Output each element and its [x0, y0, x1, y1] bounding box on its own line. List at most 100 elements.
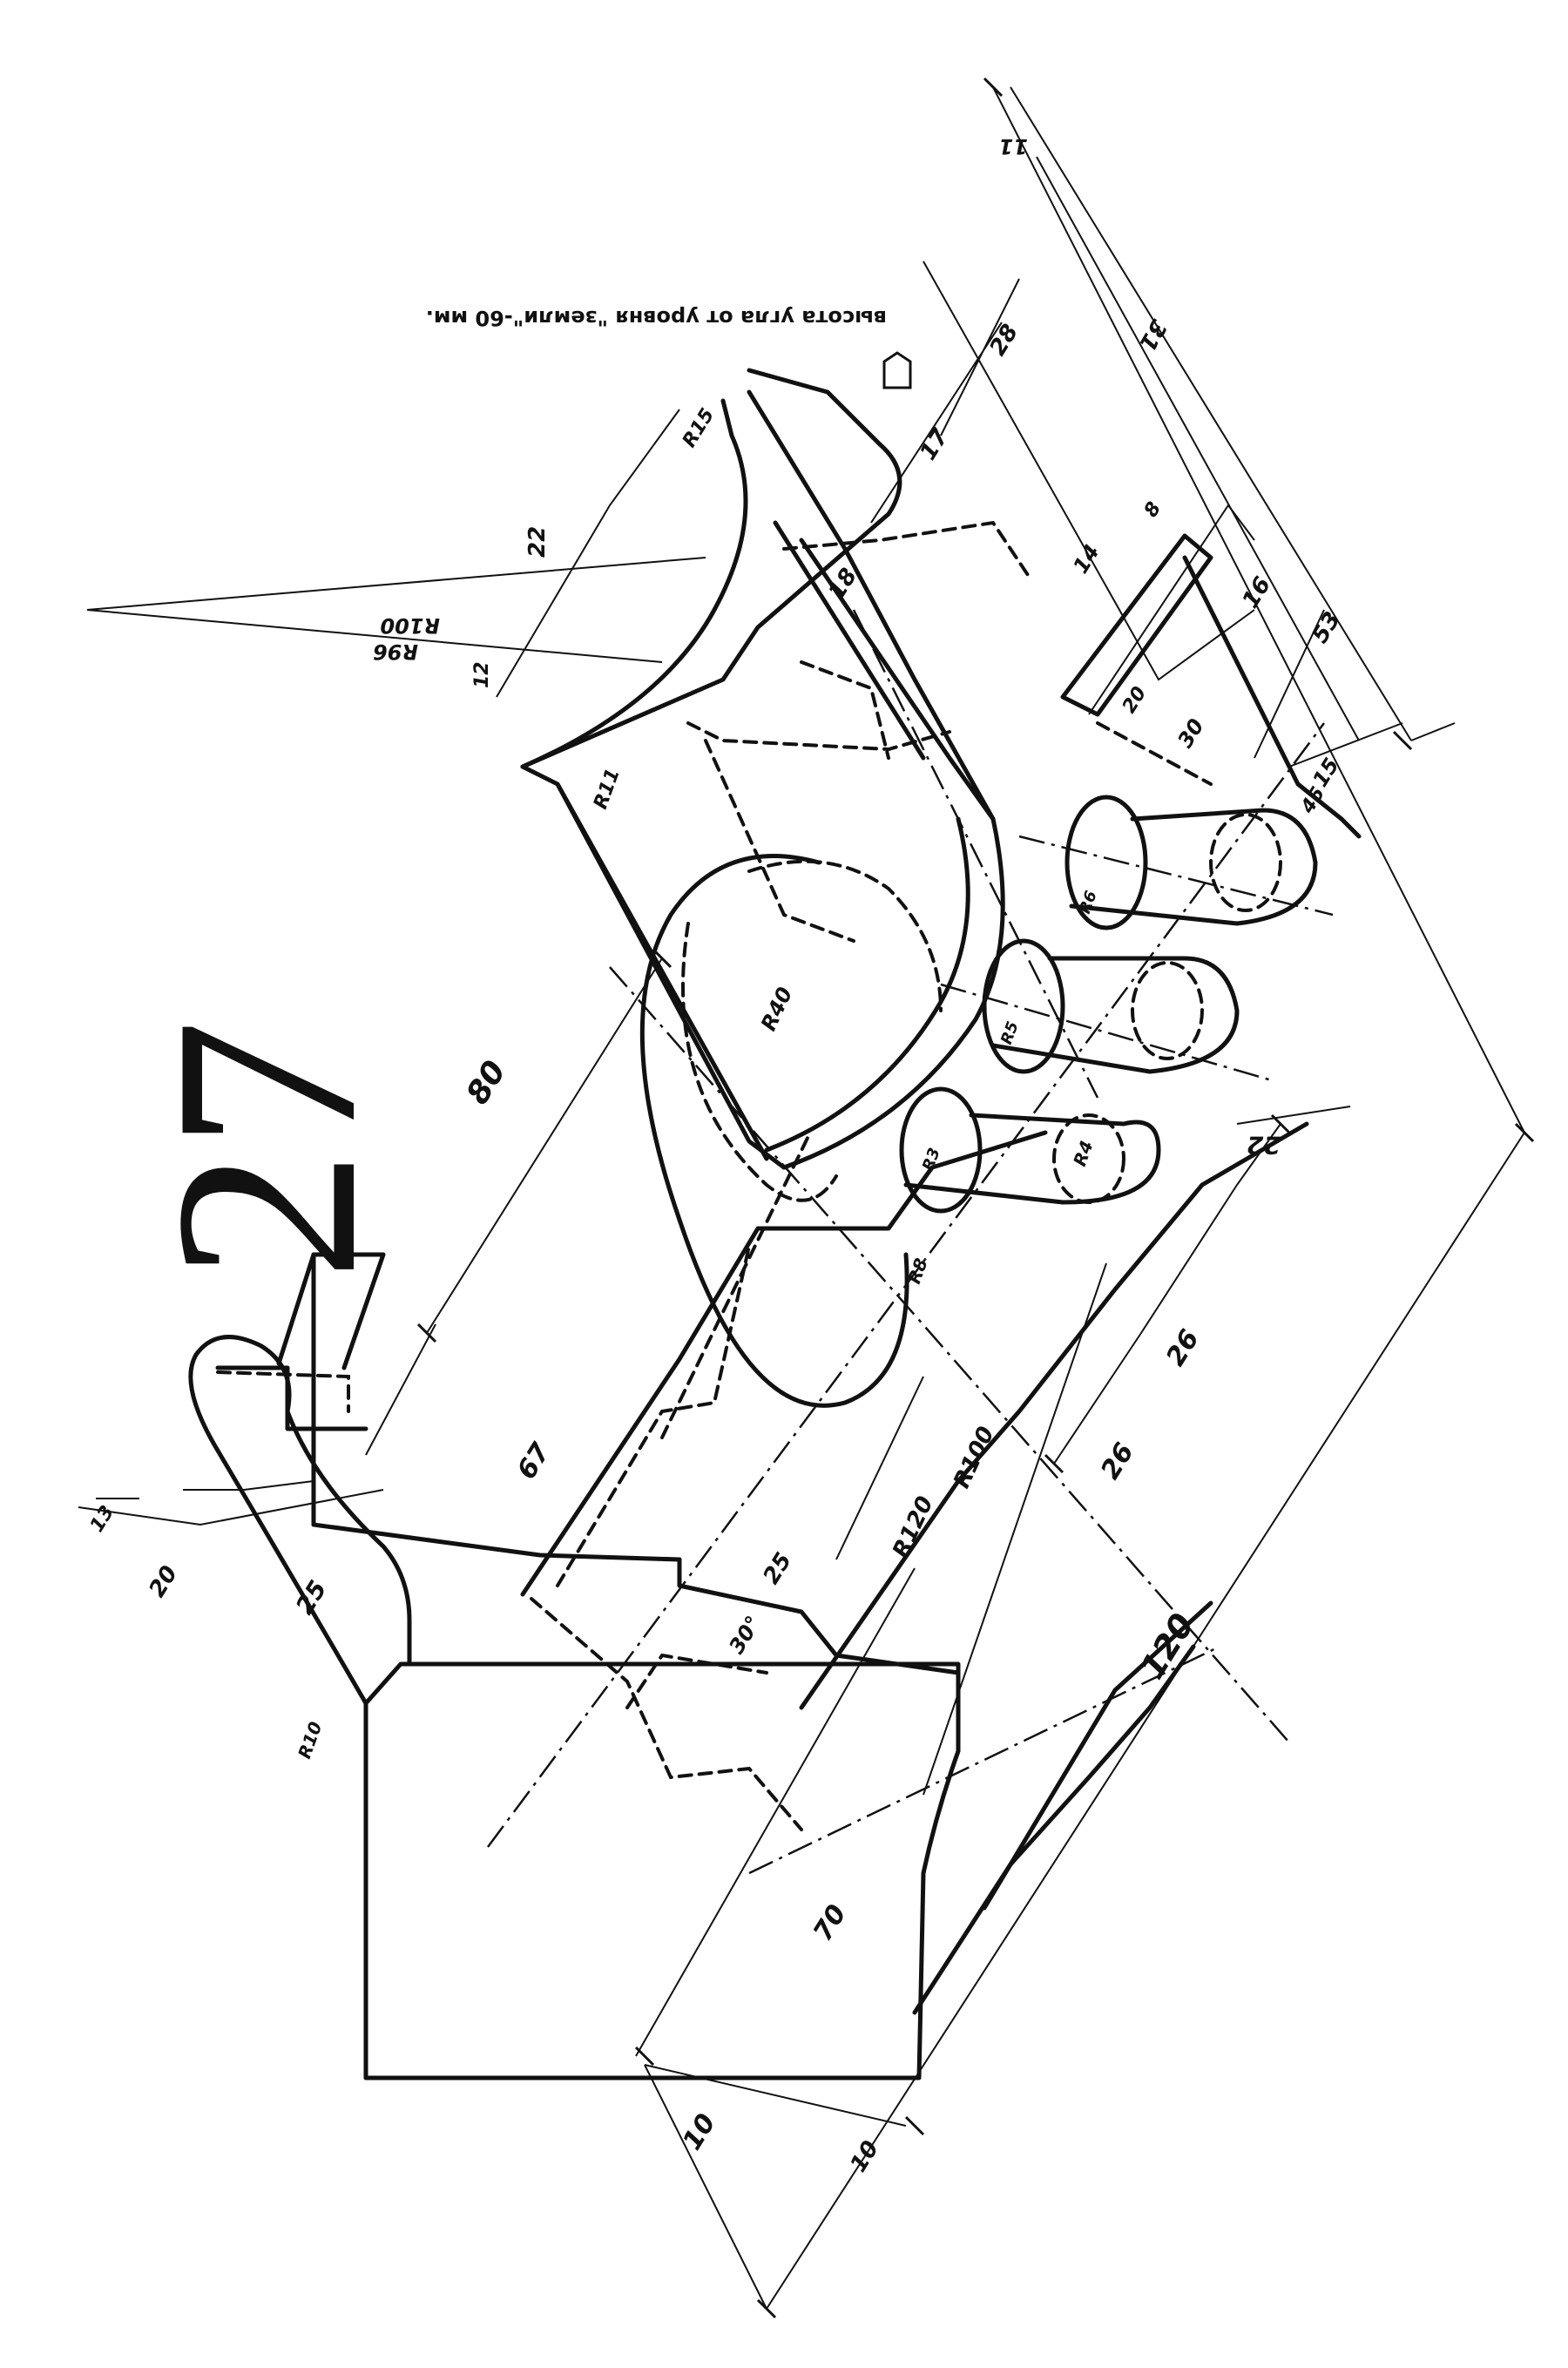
base-slab-front: [799, 1121, 1309, 1710]
disc-lower: [677, 1217, 909, 1408]
hidden-cyl2-base: [1131, 961, 1204, 1060]
axis-5: [940, 983, 1273, 1082]
dim-label: R6: [1076, 889, 1101, 917]
hidden-platform-4: [782, 520, 1030, 577]
dimension-lines: [78, 86, 1525, 2310]
cyl2-top: [982, 938, 1065, 1074]
dim-r100-leader: [86, 557, 706, 611]
dim-far-right: [1010, 86, 1456, 741]
platform-rail: [799, 538, 996, 822]
dim-67-line: [365, 1323, 436, 1456]
base-slab-far: [982, 1600, 1213, 1911]
dim-label: 26: [1095, 1438, 1140, 1485]
platform-left-edge: [520, 764, 787, 1170]
axis-2: [609, 966, 1290, 1743]
dim-120-ext: [644, 86, 1525, 2310]
dim-label: R3: [919, 1146, 944, 1174]
dim-label: 8: [1140, 498, 1166, 521]
object-outline: [188, 368, 1362, 2080]
tower-outline: [188, 1335, 412, 2080]
hidden-small-block: [1096, 721, 1213, 786]
dim-label: 31: [1133, 315, 1172, 355]
dim-30-8: [1088, 504, 1255, 715]
tower-top-back: [276, 1252, 386, 1370]
dim-label: R120: [888, 1492, 939, 1562]
dim-label: R10: [294, 1719, 326, 1762]
platform-front-edge: [747, 389, 1005, 1170]
dim-right-17-28: [870, 278, 1020, 524]
tower-step: [677, 1557, 961, 1675]
dim-arrow-r120: [835, 1376, 924, 1560]
axis-1: [486, 722, 1326, 1848]
platform-rail-2: [773, 520, 926, 761]
cyl1-top: [899, 1086, 983, 1214]
dim-label: 17: [915, 423, 954, 464]
dim-80-line: [426, 957, 663, 1334]
tower-riser: [311, 1252, 682, 1562]
dim-arrow-r100: [923, 1262, 1107, 1796]
base-slab-lower: [912, 1644, 1196, 2015]
dim-label: R4: [1069, 1138, 1098, 1169]
hidden-tower-2: [530, 1597, 803, 1831]
dim-label: 22: [1247, 1131, 1281, 1160]
cyl3-top: [1064, 795, 1148, 930]
hidden-cyl1-base: [1052, 1113, 1125, 1204]
dim-r96-leader: [86, 609, 663, 663]
axis-6: [1018, 835, 1334, 917]
tower-front-edge: [363, 1661, 961, 2080]
dim-label: R5: [997, 1019, 1023, 1047]
dim-label: R40: [756, 984, 797, 1035]
hidden-slab: [556, 1244, 751, 1587]
dim-top-chain: [496, 409, 680, 698]
dim-label: 80: [460, 1055, 513, 1111]
axis-4: [852, 609, 1099, 1099]
hidden-cyl3-base: [1209, 813, 1282, 912]
dim-label: 26: [1160, 1324, 1206, 1371]
hidden-tower: [216, 1370, 768, 1709]
hidden-platform-2: [800, 660, 890, 760]
dim-label: 70: [808, 1899, 853, 1946]
disc-outline: [639, 854, 821, 1222]
dim-label: 12: [471, 661, 493, 688]
dim-top-left: [78, 1489, 384, 1526]
hidden-disc-2: [747, 859, 943, 1012]
dim-13-20-25: [96, 1480, 314, 1499]
dim-right-chain: [1053, 1123, 1281, 1465]
dim-label: R96: [373, 639, 418, 664]
dim-label: 30°: [724, 1612, 766, 1658]
dim-16-53: [1254, 609, 1403, 768]
dim-label: 30: [1173, 714, 1208, 752]
dim-label: 28: [984, 320, 1024, 361]
dim-label: 25: [758, 1548, 797, 1589]
pencil-icon: [882, 351, 912, 389]
dim-far-right-2: [1036, 156, 1360, 741]
cyl2-body: [990, 956, 1240, 1074]
platform-front-edge-2: [764, 816, 970, 1153]
dim-label: R100: [380, 613, 440, 638]
dim-label: 22: [524, 526, 551, 558]
small-block: [1060, 533, 1213, 717]
hidden-platform-3: [704, 739, 855, 943]
dim-label: 10: [677, 2108, 722, 2155]
dim-label: 67: [511, 1438, 557, 1485]
dim-right-22: [1236, 1106, 1351, 1125]
dim-label: 20: [144, 1561, 183, 1602]
hidden-platform: [686, 721, 951, 752]
dim-label: 13: [86, 1502, 118, 1536]
cyl3-body: [1069, 808, 1318, 926]
dim-label: R11: [590, 766, 625, 812]
dim-label: R15: [679, 405, 719, 452]
dim-label: 53: [1307, 607, 1346, 648]
dim-label: 11: [999, 134, 1028, 159]
dim-label: 20: [1119, 683, 1151, 717]
platform-curve-back: [520, 398, 748, 769]
center-lines: [486, 609, 1334, 1875]
cyl1-body: [903, 1113, 1161, 1205]
dim-120-line: [766, 1132, 1525, 2310]
hidden-disc: [681, 922, 838, 1202]
dim-70-line: [635, 1567, 916, 2057]
dim-10-line: [644, 2064, 907, 2127]
dim-label: R100: [949, 1423, 1000, 1492]
platform-left-edge-2: [555, 781, 769, 1161]
hidden-slab-2: [660, 1131, 812, 1439]
